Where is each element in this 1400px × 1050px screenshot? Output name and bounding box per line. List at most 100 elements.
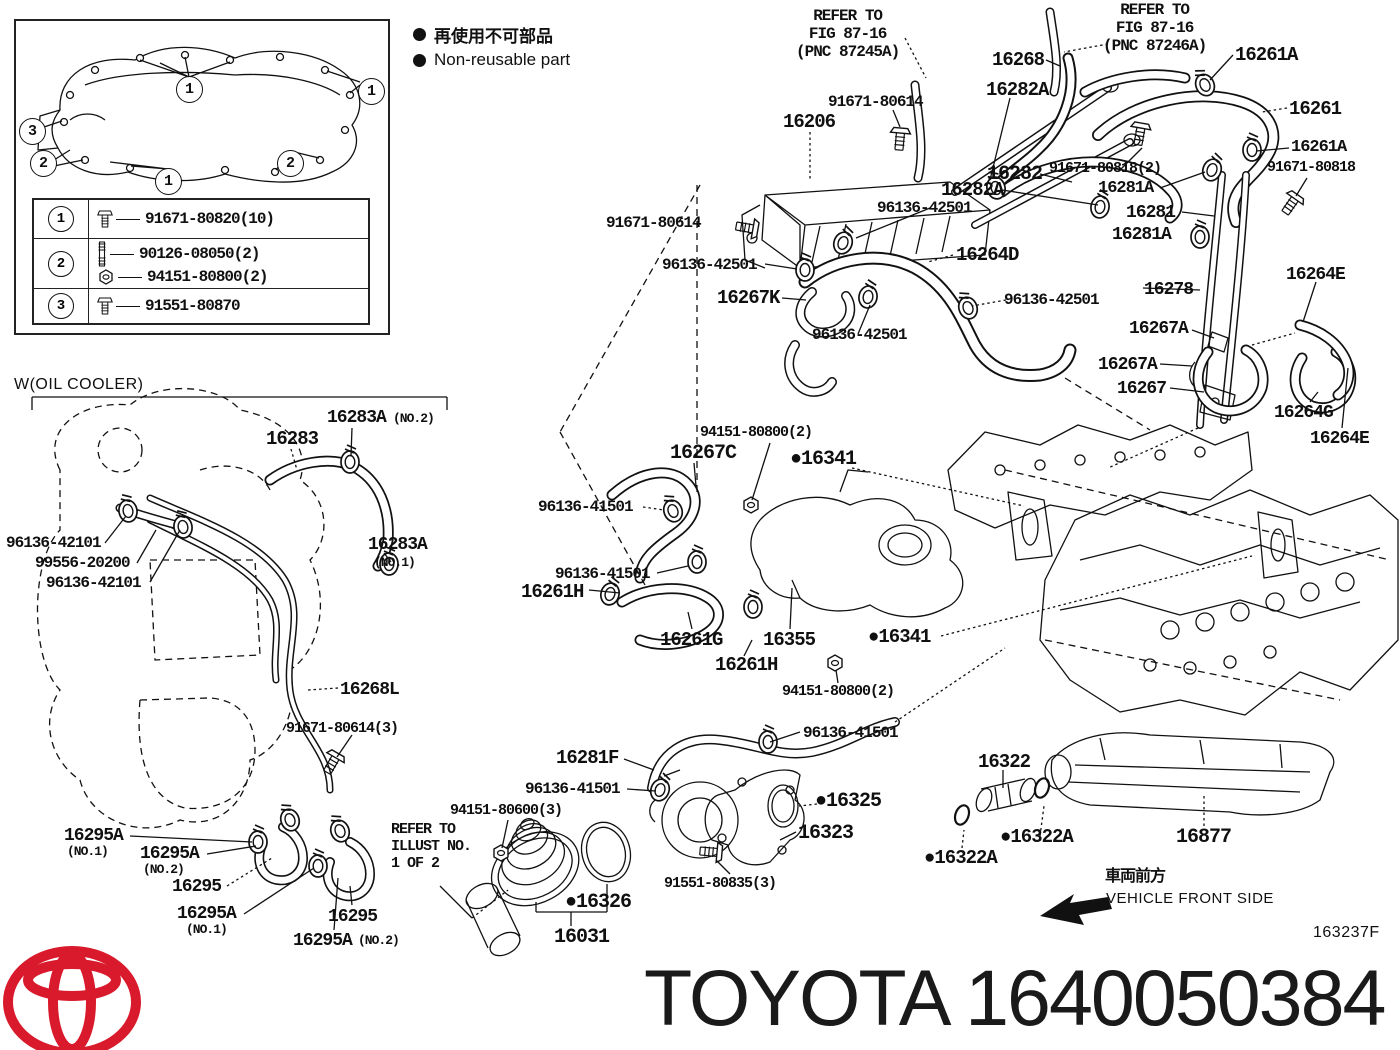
legend-row-2: 2 90126-08050(2)94151-80800(2) xyxy=(34,238,368,288)
legend-part-row: 91671-80820(10) xyxy=(97,207,368,231)
vehicle-front-arrow xyxy=(1040,894,1112,925)
bolt-icon xyxy=(97,210,113,228)
label-94151-80800-2: 94151-80800(2) xyxy=(782,683,895,700)
label-16282a-1: 16282A xyxy=(986,79,1049,101)
figure-code: 163237F xyxy=(1313,924,1380,941)
legend-part-row: 90126-08050(2) xyxy=(97,241,368,267)
label-front-en: VEHICLE FRONT SIDE xyxy=(1106,890,1274,907)
label-96136-41501-1: 96136-41501 xyxy=(538,498,634,516)
label-16282: 16282 xyxy=(987,163,1043,186)
label-16267c: 16267C xyxy=(670,442,737,465)
legend-part-row: 91551-80870 xyxy=(97,294,368,318)
label-91671-80614-2: 91671-80614 xyxy=(606,214,702,232)
label-16295-2: 16295 xyxy=(328,907,378,927)
label-16877: 16877 xyxy=(1176,826,1232,849)
oil-cooler-bracket xyxy=(31,396,448,410)
label-16295a-4: 16295A xyxy=(293,931,353,951)
construction-lines xyxy=(559,184,1151,586)
inset-callout-1: 1 xyxy=(155,168,182,195)
legend-leader-dash xyxy=(116,305,140,307)
label-16261: 16261 xyxy=(1289,98,1342,120)
label-16341-2: ●16341 xyxy=(868,626,931,648)
inset-callout-2: 2 xyxy=(30,150,57,177)
label-16283a-no2: 16283A xyxy=(327,408,387,428)
inset-callout-1: 1 xyxy=(176,76,203,103)
legend-part-number: 91551-80870 xyxy=(145,297,241,315)
stud-bolt-icon xyxy=(98,241,106,267)
label-99556-20200: 99556-20200 xyxy=(35,554,131,572)
label-96136-42101-1: 96136-42101 xyxy=(6,534,102,552)
legend-row-3: 3 91551-80870 xyxy=(34,288,368,323)
inset-callout-3: 3 xyxy=(19,118,46,145)
inset-callout-1: 1 xyxy=(358,78,385,105)
label-91551-80835-3: 91551-80835(3) xyxy=(664,875,777,892)
legend-row-1: 1 91671-80820(10) xyxy=(34,200,368,238)
label-16326: ●16326 xyxy=(565,891,632,914)
bullet-dot-icon xyxy=(413,53,426,67)
label-91671-80818-2: 91671-80818(2) xyxy=(1049,160,1162,177)
label-96136-41501-2: 96136-41501 xyxy=(555,565,651,583)
legend-leader-dash xyxy=(116,218,140,220)
label-16267a-1: 16267A xyxy=(1129,319,1189,339)
label-16322a-2: ●16322A xyxy=(924,847,998,869)
label-16281: 16281 xyxy=(1126,203,1176,223)
thermostat-sketch xyxy=(490,818,580,907)
label-16206: 16206 xyxy=(783,111,836,133)
legend-callout-2: 2 xyxy=(48,250,74,277)
legend-callout-3: 3 xyxy=(48,293,74,319)
label-16281a-2: 16281A xyxy=(1112,225,1172,245)
label-16295-1: 16295 xyxy=(172,877,222,897)
label-16264g: 16264G xyxy=(1274,403,1334,423)
refer-fig-87246a: REFER TO FIG 87-16 (PNC 87246A) xyxy=(1103,1,1207,55)
flange-nut-icon xyxy=(99,269,113,285)
engine-block-sketch xyxy=(947,424,1399,716)
label-16264e-1: 16264E xyxy=(1286,265,1346,285)
label-96136-42501-1: 96136-42501 xyxy=(877,199,973,217)
label-16322: 16322 xyxy=(978,751,1031,773)
label-16261a-2: 16261A xyxy=(1291,138,1347,157)
label-16295a-2: 16295A xyxy=(140,844,200,864)
label-16322a-1: ●16322A xyxy=(1000,826,1074,848)
bullet-dot-icon xyxy=(413,28,426,41)
legend-part-row: 94151-80800(2) xyxy=(97,268,368,286)
label-16278: 16278 xyxy=(1144,280,1194,300)
label-96136-42501-4: 96136-42501 xyxy=(812,326,908,344)
label-96136-41501-3: 96136-41501 xyxy=(803,724,899,742)
label-16268l: 16268L xyxy=(340,680,400,700)
label-96136-42501-2: 96136-42501 xyxy=(662,256,758,274)
label-16267a-2: 16267A xyxy=(1098,355,1158,375)
label-16295a-2-sub: (NO.2) xyxy=(143,862,185,877)
label-96136-42501-3: 96136-42501 xyxy=(1004,291,1100,309)
label-16295a-1: 16295A xyxy=(64,826,124,846)
dotted-leaders xyxy=(226,37,1296,919)
fastener-legend-table: 1 91671-80820(10) 2 90126-08050(2)94151-808… xyxy=(32,198,370,325)
inset-callout-2: 2 xyxy=(277,150,304,177)
label-16264d: 16264D xyxy=(956,244,1019,266)
label-16341-1: ●16341 xyxy=(790,448,857,471)
label-16261h-1: 16261H xyxy=(521,581,584,603)
water-outlet-sketch xyxy=(750,469,1299,618)
label-16355: 16355 xyxy=(763,629,816,651)
label-96136-42101-2: 96136-42101 xyxy=(46,574,142,592)
legend-part-number: 94151-80800(2) xyxy=(147,268,268,286)
label-91671-80614-1: 91671-80614 xyxy=(828,93,924,111)
label-16261a-1: 16261A xyxy=(1235,44,1298,66)
label-16281a-1: 16281A xyxy=(1098,179,1154,198)
legend-leader-dash xyxy=(110,253,134,255)
non-reusable-jp: 再使用不可部品 xyxy=(434,27,553,46)
label-91671-80818: 91671-80818 xyxy=(1267,159,1356,176)
legend-callout-1: 1 xyxy=(48,206,74,232)
label-16281f: 16281F xyxy=(556,747,619,769)
label-16323: 16323 xyxy=(798,822,854,845)
label-96136-41501-4: 96136-41501 xyxy=(525,780,621,798)
label-16283a-no2-sub: (NO.2) xyxy=(393,411,435,426)
label-16267k: 16267K xyxy=(717,287,780,309)
refer-fig-87245a: REFER TO FIG 87-16 (PNC 87245A) xyxy=(796,7,900,61)
section-oil-cooler: W(OIL COOLER) xyxy=(14,376,144,393)
label-16031: 16031 xyxy=(554,926,610,949)
label-16261g: 16261G xyxy=(660,629,723,651)
footer-part-id: TOYOTA 1640050384 xyxy=(644,952,1386,1044)
